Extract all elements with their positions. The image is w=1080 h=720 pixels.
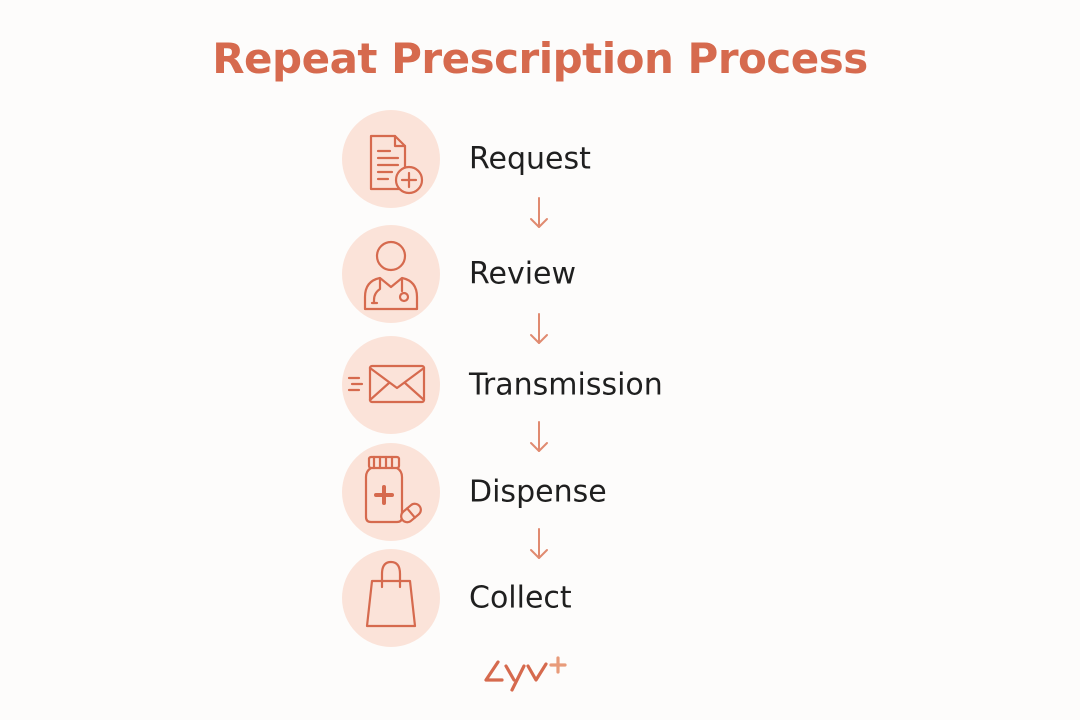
step-transmission: Transmission xyxy=(342,336,742,434)
arrow-down-icon xyxy=(530,528,548,559)
step-dispense: Dispense xyxy=(342,443,742,541)
step-icon-circle xyxy=(342,549,440,647)
step-label-review: Review xyxy=(469,256,577,292)
step-review: Review xyxy=(342,225,742,323)
doctor-stethoscope-icon xyxy=(363,240,419,311)
step-label-transmission: Transmission xyxy=(469,367,663,403)
step-collect: Collect xyxy=(342,549,742,647)
arrow-down-icon xyxy=(530,313,548,344)
step-icon-circle xyxy=(342,110,440,208)
page-title: Repeat Prescription Process xyxy=(212,34,868,83)
brand-logo xyxy=(484,656,567,692)
step-label-collect: Collect xyxy=(469,580,572,616)
step-request: Request xyxy=(342,110,742,208)
step-icon-circle xyxy=(342,443,440,541)
shopping-bag-icon xyxy=(365,560,417,628)
step-label-dispense: Dispense xyxy=(469,474,607,510)
step-label-request: Request xyxy=(469,141,591,177)
step-icon-circle xyxy=(342,336,440,434)
arrow-down-icon xyxy=(530,421,548,452)
envelope-icon xyxy=(347,364,426,404)
medicine-bottle-icon xyxy=(364,455,422,524)
document-plus-icon xyxy=(369,134,424,195)
step-icon-circle xyxy=(342,225,440,323)
arrow-down-icon xyxy=(530,197,548,228)
